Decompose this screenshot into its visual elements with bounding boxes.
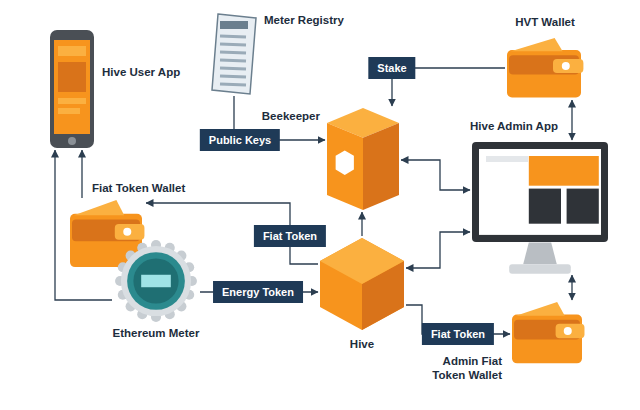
- flow-label: Public Keys: [200, 129, 280, 151]
- wallet-icon-drawing: [505, 36, 585, 100]
- flow-label: Fiat Token: [254, 225, 326, 247]
- connector-arrow: [401, 160, 470, 190]
- wallet-icon-drawing: [510, 300, 586, 366]
- wallet-icon: Admin Fiat Token Wallet: [510, 300, 586, 366]
- registry-document-drawing: [210, 12, 258, 96]
- beekeeper-cube: Beekeeper: [325, 106, 401, 212]
- node-label: Hive: [350, 338, 374, 352]
- node-label: Admin Fiat Token Wallet: [428, 355, 502, 383]
- node-label: Fiat Token Wallet: [92, 182, 185, 196]
- admin-monitor: Hive Admin App: [470, 140, 610, 275]
- flow-label: Stake: [368, 57, 415, 79]
- wallet-icon: HVT Wallet: [505, 36, 585, 100]
- connector-arrow: [81, 150, 82, 198]
- node-label: Hive Admin App: [470, 120, 558, 134]
- connector-arrow: [571, 275, 572, 300]
- node-label: Meter Registry: [264, 14, 344, 28]
- node-label: HVT Wallet: [515, 16, 575, 30]
- node-label: Hive User App: [102, 66, 180, 80]
- meter-icon-drawing: [112, 240, 200, 322]
- node-label: Beekeeper: [262, 110, 320, 124]
- connector-arrow: [406, 232, 470, 268]
- mobile-app: Hive User App: [48, 28, 96, 150]
- registry-document: Meter Registry: [210, 12, 258, 96]
- flow-label: Energy Token: [213, 281, 303, 303]
- hive-hexagon-drawing: [318, 236, 406, 332]
- connector-arrow: [361, 212, 362, 236]
- mobile-app-drawing: [48, 28, 96, 150]
- meter-icon: Ethereum Meter: [112, 240, 200, 322]
- flow-label: Fiat Token: [422, 323, 494, 345]
- hive-hexagon: Hive: [318, 236, 406, 332]
- admin-monitor-drawing: [470, 140, 610, 275]
- beekeeper-cube-drawing: [325, 106, 401, 212]
- node-label: Ethereum Meter: [113, 327, 200, 341]
- connector-arrow: [571, 100, 572, 140]
